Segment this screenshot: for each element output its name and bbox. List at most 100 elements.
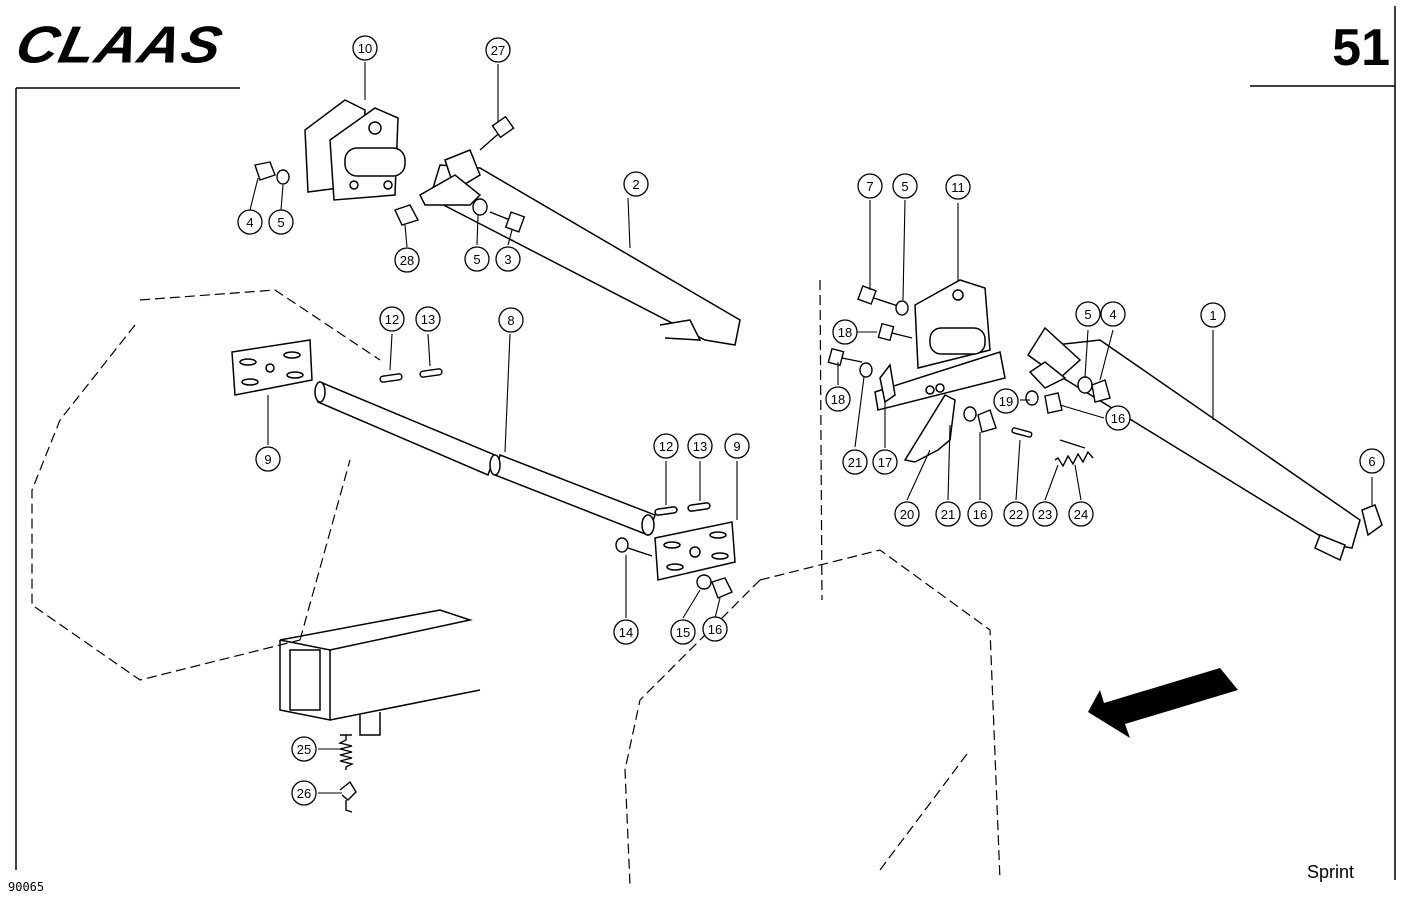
mounting-plate-9-right	[654, 502, 736, 581]
callout-number: 28	[400, 253, 414, 268]
callout-3: 3	[495, 246, 521, 272]
callout-number: 5	[473, 252, 480, 267]
callout-circle	[670, 619, 696, 645]
callout-circle	[1068, 501, 1094, 527]
callout-number: 18	[831, 392, 845, 407]
callout-12: 12	[379, 306, 405, 332]
callout-circle	[1100, 301, 1126, 327]
callout-23: 23	[1032, 501, 1058, 527]
model-name: Sprint	[1306, 862, 1354, 882]
callout-circle	[993, 388, 1019, 414]
callout-16: 16	[967, 501, 993, 527]
callout-number: 15	[676, 625, 690, 640]
callout-number: 23	[1038, 507, 1052, 522]
callout-9: 9	[255, 446, 281, 472]
callout-8: 8	[498, 307, 524, 333]
callout-number: 11	[951, 180, 965, 195]
callout-circle	[1075, 301, 1101, 327]
callout-26: 26	[291, 780, 317, 806]
callout-circle	[842, 449, 868, 475]
callout-circle	[291, 780, 317, 806]
page-number: 51	[1332, 19, 1390, 77]
callout-1: 1	[1200, 302, 1226, 328]
machine-frame-left	[31, 289, 381, 681]
callout-circle	[687, 433, 713, 459]
callout-circle	[1032, 501, 1058, 527]
spring-25-26	[337, 734, 357, 813]
callout-4: 4	[237, 209, 263, 235]
callout-number: 21	[941, 507, 955, 522]
callout-circle	[623, 171, 649, 197]
callout-20: 20	[894, 501, 920, 527]
square-tube-section	[279, 609, 481, 736]
callout-circle	[825, 386, 851, 412]
callout-5: 5	[268, 209, 294, 235]
callout-number: 25	[297, 742, 311, 757]
machine-frame-right	[624, 279, 1001, 886]
callout-circle	[724, 433, 750, 459]
callout-27: 27	[485, 37, 511, 63]
callout-number: 9	[264, 452, 271, 467]
callout-number: 6	[1368, 454, 1375, 469]
callout-circle	[268, 209, 294, 235]
callout-circle	[857, 173, 883, 199]
callout-5: 5	[1075, 301, 1101, 327]
callout-number: 13	[693, 439, 707, 454]
callout-18: 18	[832, 319, 858, 345]
callout-28: 28	[394, 247, 420, 273]
callout-number: 24	[1074, 507, 1088, 522]
callout-circle	[394, 247, 420, 273]
mounting-bracket-10	[304, 99, 406, 201]
callout-5: 5	[464, 246, 490, 272]
callout-circle	[872, 449, 898, 475]
callout-circle	[352, 35, 378, 61]
callout-number: 4	[246, 215, 253, 230]
callout-19: 19	[993, 388, 1019, 414]
callout-circle	[702, 616, 728, 642]
callout-circle	[495, 246, 521, 272]
callout-circle	[255, 446, 281, 472]
callout-6: 6	[1359, 448, 1385, 474]
callout-number: 12	[385, 312, 399, 327]
callout-7: 7	[857, 173, 883, 199]
pins-left	[379, 368, 443, 383]
tube-arm-1	[1026, 326, 1383, 562]
callout-16: 16	[702, 616, 728, 642]
callout-circle	[832, 319, 858, 345]
callout-circle	[498, 307, 524, 333]
callout-11: 11	[945, 174, 971, 200]
fasteners-14-15-16	[615, 537, 733, 599]
callout-circle	[894, 501, 920, 527]
frame-lines	[15, 6, 1396, 880]
callout-17: 17	[872, 449, 898, 475]
callout-4: 4	[1100, 301, 1126, 327]
callout-number: 8	[507, 313, 514, 328]
tube-arm-2	[419, 149, 741, 346]
callout-circle	[892, 173, 918, 199]
callout-number: 14	[619, 625, 633, 640]
callout-number: 19	[999, 394, 1013, 409]
callout-circle	[935, 501, 961, 527]
callout-number: 5	[277, 215, 284, 230]
callout-circle	[1105, 405, 1131, 431]
callout-number: 20	[900, 507, 914, 522]
callout-10: 10	[352, 35, 378, 61]
callout-5: 5	[892, 173, 918, 199]
callout-12: 12	[653, 433, 679, 459]
callout-number: 5	[901, 179, 908, 194]
callout-number: 1	[1209, 308, 1216, 323]
callout-circle	[1003, 501, 1029, 527]
callout-number: 17	[878, 455, 892, 470]
callout-circle	[379, 306, 405, 332]
callout-circle	[1200, 302, 1226, 328]
callout-circle	[1359, 448, 1385, 474]
callout-number: 5	[1084, 307, 1091, 322]
callout-circle	[613, 619, 639, 645]
callout-22: 22	[1003, 501, 1029, 527]
mounting-plate-9-left	[231, 339, 313, 396]
callout-circle	[291, 736, 317, 762]
callout-13: 13	[415, 306, 441, 332]
callout-number: 9	[733, 439, 740, 454]
